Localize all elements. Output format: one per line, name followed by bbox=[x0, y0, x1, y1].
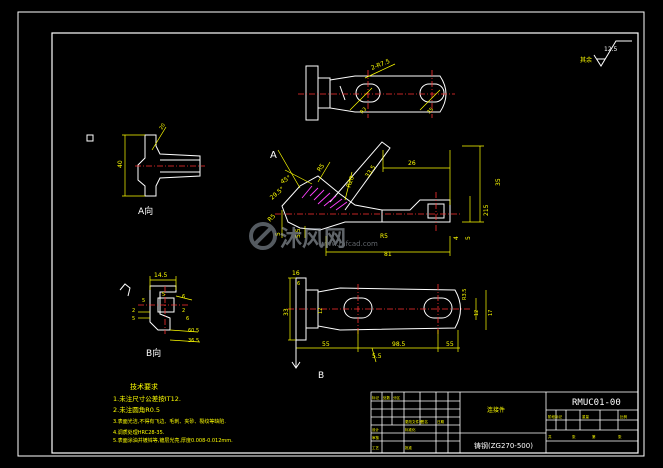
title-process-label: 工艺 bbox=[372, 445, 380, 450]
main-marker-a: A bbox=[270, 150, 277, 161]
bottom-dim-55b: 55 bbox=[446, 341, 454, 348]
bottom-dim-6: 6 bbox=[297, 281, 300, 287]
title-row-label-3: 分区 bbox=[393, 395, 401, 400]
a-view-label: A向 bbox=[138, 205, 153, 217]
top-dim-r3: R3 bbox=[359, 106, 368, 115]
watermark-logo-icon bbox=[249, 222, 277, 250]
watermark-url: www.mfcad.com bbox=[320, 240, 378, 248]
roughness-value: 12.5 bbox=[604, 46, 618, 53]
bottom-dim-16: 16 bbox=[292, 270, 300, 277]
title-sheet-total-b: 张 bbox=[572, 434, 576, 439]
b-dim-2a: 2 bbox=[132, 308, 135, 314]
bottom-dim-r35: R3.5 bbox=[462, 289, 468, 300]
title-row-label-4: 更改文件号 bbox=[405, 419, 423, 424]
watermark-brand: 沐风网 bbox=[280, 227, 346, 252]
bottom-dim-55c: 5.5 bbox=[372, 353, 382, 360]
b-dim-6b: 6 bbox=[186, 316, 189, 322]
bottom-dim-33: 33 bbox=[283, 308, 290, 316]
b-view bbox=[119, 283, 177, 331]
title-row-label-6: 日期 bbox=[437, 419, 445, 424]
b-direction-arrow bbox=[291, 340, 301, 369]
tech-req-4: 4.调质处理HRC28-35. bbox=[113, 429, 165, 436]
sheet-inner-border bbox=[51, 32, 639, 454]
roughness-symbol: 12.5 其余 bbox=[580, 40, 632, 67]
b-dim-6a: 6 bbox=[182, 294, 185, 300]
title-sheet-total-a: 共 bbox=[548, 434, 552, 439]
main-view-centerlines bbox=[275, 192, 460, 232]
main-view-dims bbox=[277, 145, 484, 256]
title-standard-label: 标准化 bbox=[405, 427, 416, 432]
tech-req-2: 2.未注圆角R0.5 bbox=[113, 405, 160, 414]
title-block bbox=[370, 391, 639, 454]
title-row-label-5: 签名 bbox=[421, 419, 428, 424]
watermark: 沐风网 www.mfcad.com bbox=[249, 222, 378, 252]
main-dim-r5c: R5 bbox=[380, 233, 388, 240]
main-dim-26: 26 bbox=[408, 160, 416, 167]
sheet-outer-border bbox=[17, 11, 645, 457]
b-dim-145: 14.5 bbox=[154, 272, 168, 279]
tech-req-3: 3.表面光洁,不得有飞边、毛刺、夹砂、裂纹等缺陷. bbox=[113, 418, 226, 425]
main-dim-215: 215 bbox=[483, 204, 490, 216]
title-check-label: 审核 bbox=[372, 435, 380, 440]
main-dim-81: 81 bbox=[384, 251, 392, 258]
b-view-label: B向 bbox=[146, 347, 161, 359]
main-dim-335: 33.5 bbox=[364, 164, 378, 179]
top-view-centerlines bbox=[298, 70, 455, 118]
main-dim-r20: R20 bbox=[345, 175, 356, 189]
b-dim-5a: 5 bbox=[142, 298, 145, 304]
title-material: 铸钢(ZG270-500) bbox=[474, 441, 533, 450]
b-dim-5b: 5 bbox=[162, 292, 165, 298]
main-dim-r5b: R5 bbox=[266, 213, 277, 224]
a-view-dim-40: 40 bbox=[117, 160, 124, 168]
b-view-centerline bbox=[138, 286, 190, 334]
top-view bbox=[305, 65, 447, 121]
top-dim-35: 35 bbox=[426, 107, 435, 116]
a-view-dims bbox=[122, 126, 167, 197]
main-view-hatch bbox=[301, 185, 348, 211]
main-dim-35: 35 bbox=[495, 178, 502, 186]
title-row-label-2: 处数 bbox=[383, 395, 391, 400]
title-scale-label: 比例 bbox=[620, 414, 628, 419]
main-view bbox=[281, 141, 451, 231]
title-approve-label: 批准 bbox=[405, 445, 413, 450]
b-dim-605: 60.5 bbox=[188, 328, 199, 334]
tech-req-1: 1.未注尺寸公差按IT12. bbox=[113, 394, 181, 403]
title-design-label: 设计 bbox=[372, 427, 380, 432]
title-row-label-1: 标记 bbox=[372, 395, 380, 400]
a-view bbox=[137, 134, 201, 197]
main-dim-55: 5.5 bbox=[295, 228, 302, 238]
tech-req-5: 5.表面涂油并镀锌等,镀层光亮,厚度0.008-0.012mm. bbox=[113, 437, 233, 444]
title-sheet-no-b: 张 bbox=[618, 434, 622, 439]
bottom-view-dims bbox=[288, 277, 487, 363]
b-dim-2b: 2 bbox=[182, 308, 185, 314]
main-dim-4: 4 bbox=[453, 236, 460, 240]
top-view-dims bbox=[349, 63, 441, 111]
bottom-dim-12b: 12 bbox=[474, 310, 480, 316]
b-dim-5c: 5 bbox=[132, 316, 135, 322]
roughness-note: 其余 bbox=[580, 56, 592, 64]
main-dim-295: 29.5° bbox=[269, 186, 286, 202]
top-dim-2r75: 2-R7.5 bbox=[370, 58, 391, 72]
bottom-dim-55a: 55 bbox=[322, 341, 330, 348]
title-stage-label: 阶段标记 bbox=[548, 414, 562, 419]
small-square-mark bbox=[86, 134, 94, 142]
a-view-dim-20: 20 bbox=[159, 122, 167, 131]
main-dim-45: 45° bbox=[280, 174, 293, 185]
title-sheet-no-a: 第 bbox=[592, 434, 596, 439]
b-view-dims bbox=[138, 276, 201, 343]
title-part-name: 连接件 bbox=[487, 406, 505, 414]
bottom-marker-b: B bbox=[318, 371, 324, 381]
title-drawing-number: RMUC01-00 bbox=[572, 398, 621, 408]
bottom-dim-985: 98.5 bbox=[392, 341, 406, 348]
title-weight-label: 重量 bbox=[582, 414, 590, 419]
main-dim-5: 5 bbox=[275, 232, 282, 236]
b-dim-365: 36.5 bbox=[188, 338, 199, 344]
bottom-view-centerlines bbox=[288, 284, 470, 336]
bottom-dim-12a: 12 bbox=[318, 308, 324, 314]
bottom-dim-17: 17 bbox=[488, 310, 494, 316]
main-dim-5b: 5 bbox=[465, 236, 472, 240]
tech-req-title: 技术要求 bbox=[130, 382, 158, 391]
main-dim-r5a: R5 bbox=[316, 162, 326, 173]
